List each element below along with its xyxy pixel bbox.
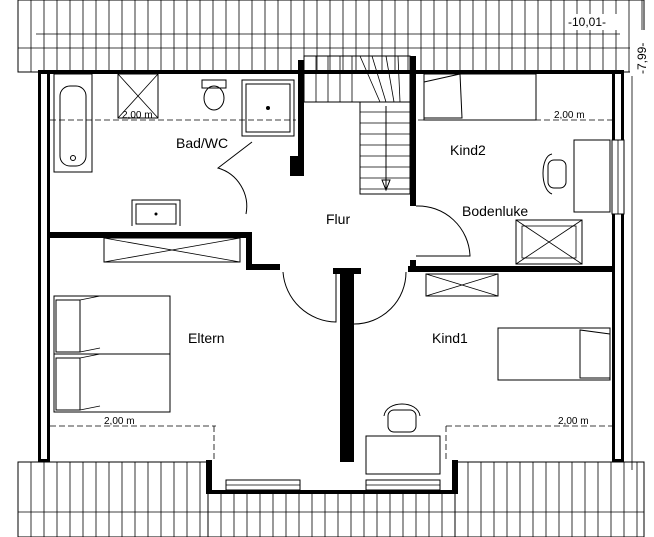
overall-depth-label: -7,99- — [635, 43, 649, 74]
overall-width-label: -10,01- — [568, 15, 606, 29]
door-bad — [216, 141, 253, 215]
window-bottom-right — [365, 479, 441, 491]
window-bottom-left — [225, 479, 301, 491]
door-kind1 — [353, 271, 407, 325]
door-eltern — [282, 271, 337, 323]
overall-width-dimension: -10,01- — [36, 14, 622, 35]
door-kind2 — [415, 205, 471, 257]
room-label-kind2: Kind2 — [450, 142, 486, 158]
skylight-kind2 — [515, 219, 583, 265]
window-right-side — [611, 139, 625, 215]
interior-walls — [50, 56, 612, 462]
height-label-bad: 2,00 m — [122, 110, 153, 121]
bed-kind2 — [423, 73, 537, 121]
chair-kind2 — [542, 153, 567, 195]
room-label-flur: Flur — [326, 211, 350, 227]
desk-kind1 — [365, 435, 441, 475]
skylight-kind1 — [425, 273, 499, 297]
height-label-eltern: 2,00 m — [104, 416, 135, 427]
room-label-kind1: Kind1 — [432, 330, 468, 346]
shower — [241, 79, 295, 137]
bathtub — [53, 73, 93, 173]
room-label-bad: Bad/WC — [176, 135, 228, 151]
height-label-kind1: 2,00 m — [558, 416, 589, 427]
roof-tiles-top — [17, 0, 645, 73]
staircase — [303, 55, 411, 195]
room-label-eltern: Eltern — [188, 330, 225, 346]
sink — [131, 199, 181, 226]
chair-kind1 — [383, 403, 421, 433]
bed-kind1 — [497, 327, 611, 381]
overall-depth-dimension: -7,99- — [630, 30, 650, 470]
roof-tiles-bottom — [17, 461, 645, 537]
skylight-eltern — [103, 237, 241, 263]
double-bed — [53, 295, 171, 413]
outer-walls — [38, 70, 624, 494]
skylight-bad — [117, 73, 159, 119]
height-lines — [50, 119, 612, 462]
height-label-kind2: 2,00 m — [554, 110, 585, 121]
room-label-bodenluke: Bodenluke — [462, 203, 528, 219]
desk-kind2 — [573, 139, 611, 213]
toilet — [201, 79, 227, 111]
